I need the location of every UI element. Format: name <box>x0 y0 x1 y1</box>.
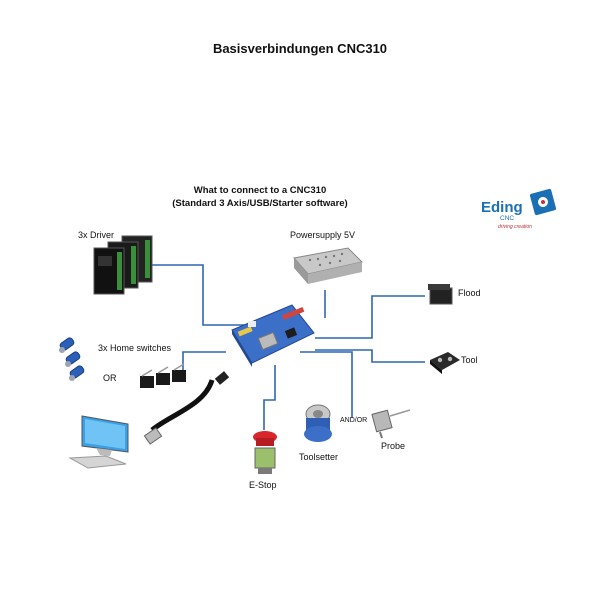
powersupply-label: Powersupply 5V <box>290 230 356 240</box>
wire-probe <box>300 351 353 418</box>
toolsetter-label: Toolsetter <box>299 452 339 462</box>
usb-plug-icon <box>214 371 230 385</box>
wire-tool <box>315 349 425 363</box>
probe-label: Probe <box>381 441 406 451</box>
driver-icon <box>93 235 153 295</box>
home-switches-label: 3x Home switches <box>98 343 172 353</box>
page-title: Basisverbindungen CNC310 <box>212 41 388 56</box>
logo-subtext: CNC <box>500 215 515 222</box>
estop-label: E-Stop <box>249 480 277 490</box>
usb-cable <box>150 379 215 432</box>
logo-wordmark: Eding <box>481 199 523 216</box>
logo-emblem <box>529 188 557 216</box>
subtitle-line-1: What to connect to a CNC310 <box>193 185 327 196</box>
computer-icon <box>68 415 129 469</box>
toolsetter-icon <box>304 404 332 442</box>
probe-icon <box>371 409 411 439</box>
inductive-sensor-icon <box>59 337 85 381</box>
wire-driver <box>150 264 250 326</box>
flood-label: Flood <box>458 288 481 298</box>
driver-label: 3x Driver <box>78 230 115 240</box>
logo-tagline: driving creation <box>498 224 532 230</box>
tool-label: Tool <box>461 355 478 365</box>
micro-switch-icon <box>140 363 186 388</box>
powersupply-icon <box>293 247 363 284</box>
usb-connector-icon <box>143 427 163 445</box>
flood-icon <box>428 284 453 305</box>
wire-flood <box>315 295 425 339</box>
cnc310-board <box>231 304 315 367</box>
estop-icon <box>253 431 277 474</box>
subtitle-line-2: (Standard 3 Axis/USB/Starter software) <box>172 198 348 209</box>
wire-estop <box>263 365 276 430</box>
and-or-label: AND/OR <box>340 417 368 424</box>
or-label: OR <box>103 373 117 383</box>
tool-icon <box>430 352 460 374</box>
